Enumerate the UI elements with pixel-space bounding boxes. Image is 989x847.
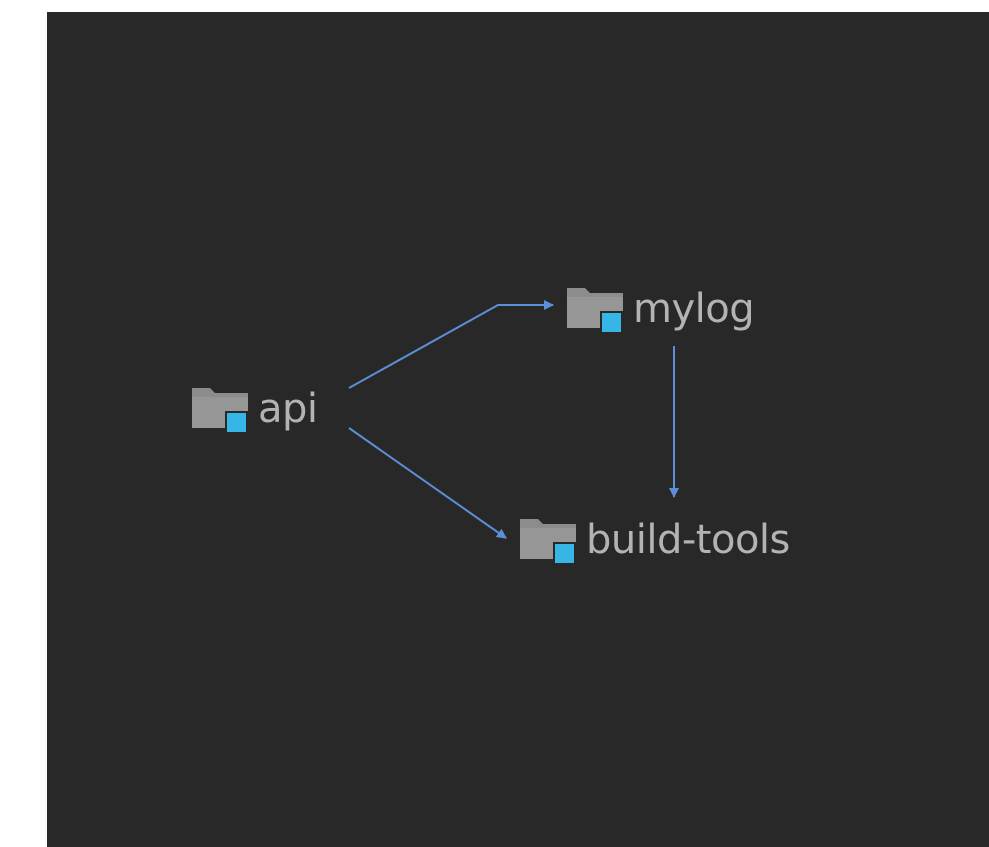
dependency-diagram-canvas xyxy=(47,12,989,847)
node-mylog[interactable]: mylog xyxy=(565,284,755,334)
node-label-build-tools: build-tools xyxy=(586,517,790,563)
node-label-api: api xyxy=(258,386,318,432)
node-label-mylog: mylog xyxy=(633,286,755,332)
module-folder-icon xyxy=(565,284,625,334)
module-folder-icon xyxy=(190,384,250,434)
node-build-tools[interactable]: build-tools xyxy=(518,515,790,565)
node-api[interactable]: api xyxy=(190,384,318,434)
module-folder-icon xyxy=(518,515,578,565)
